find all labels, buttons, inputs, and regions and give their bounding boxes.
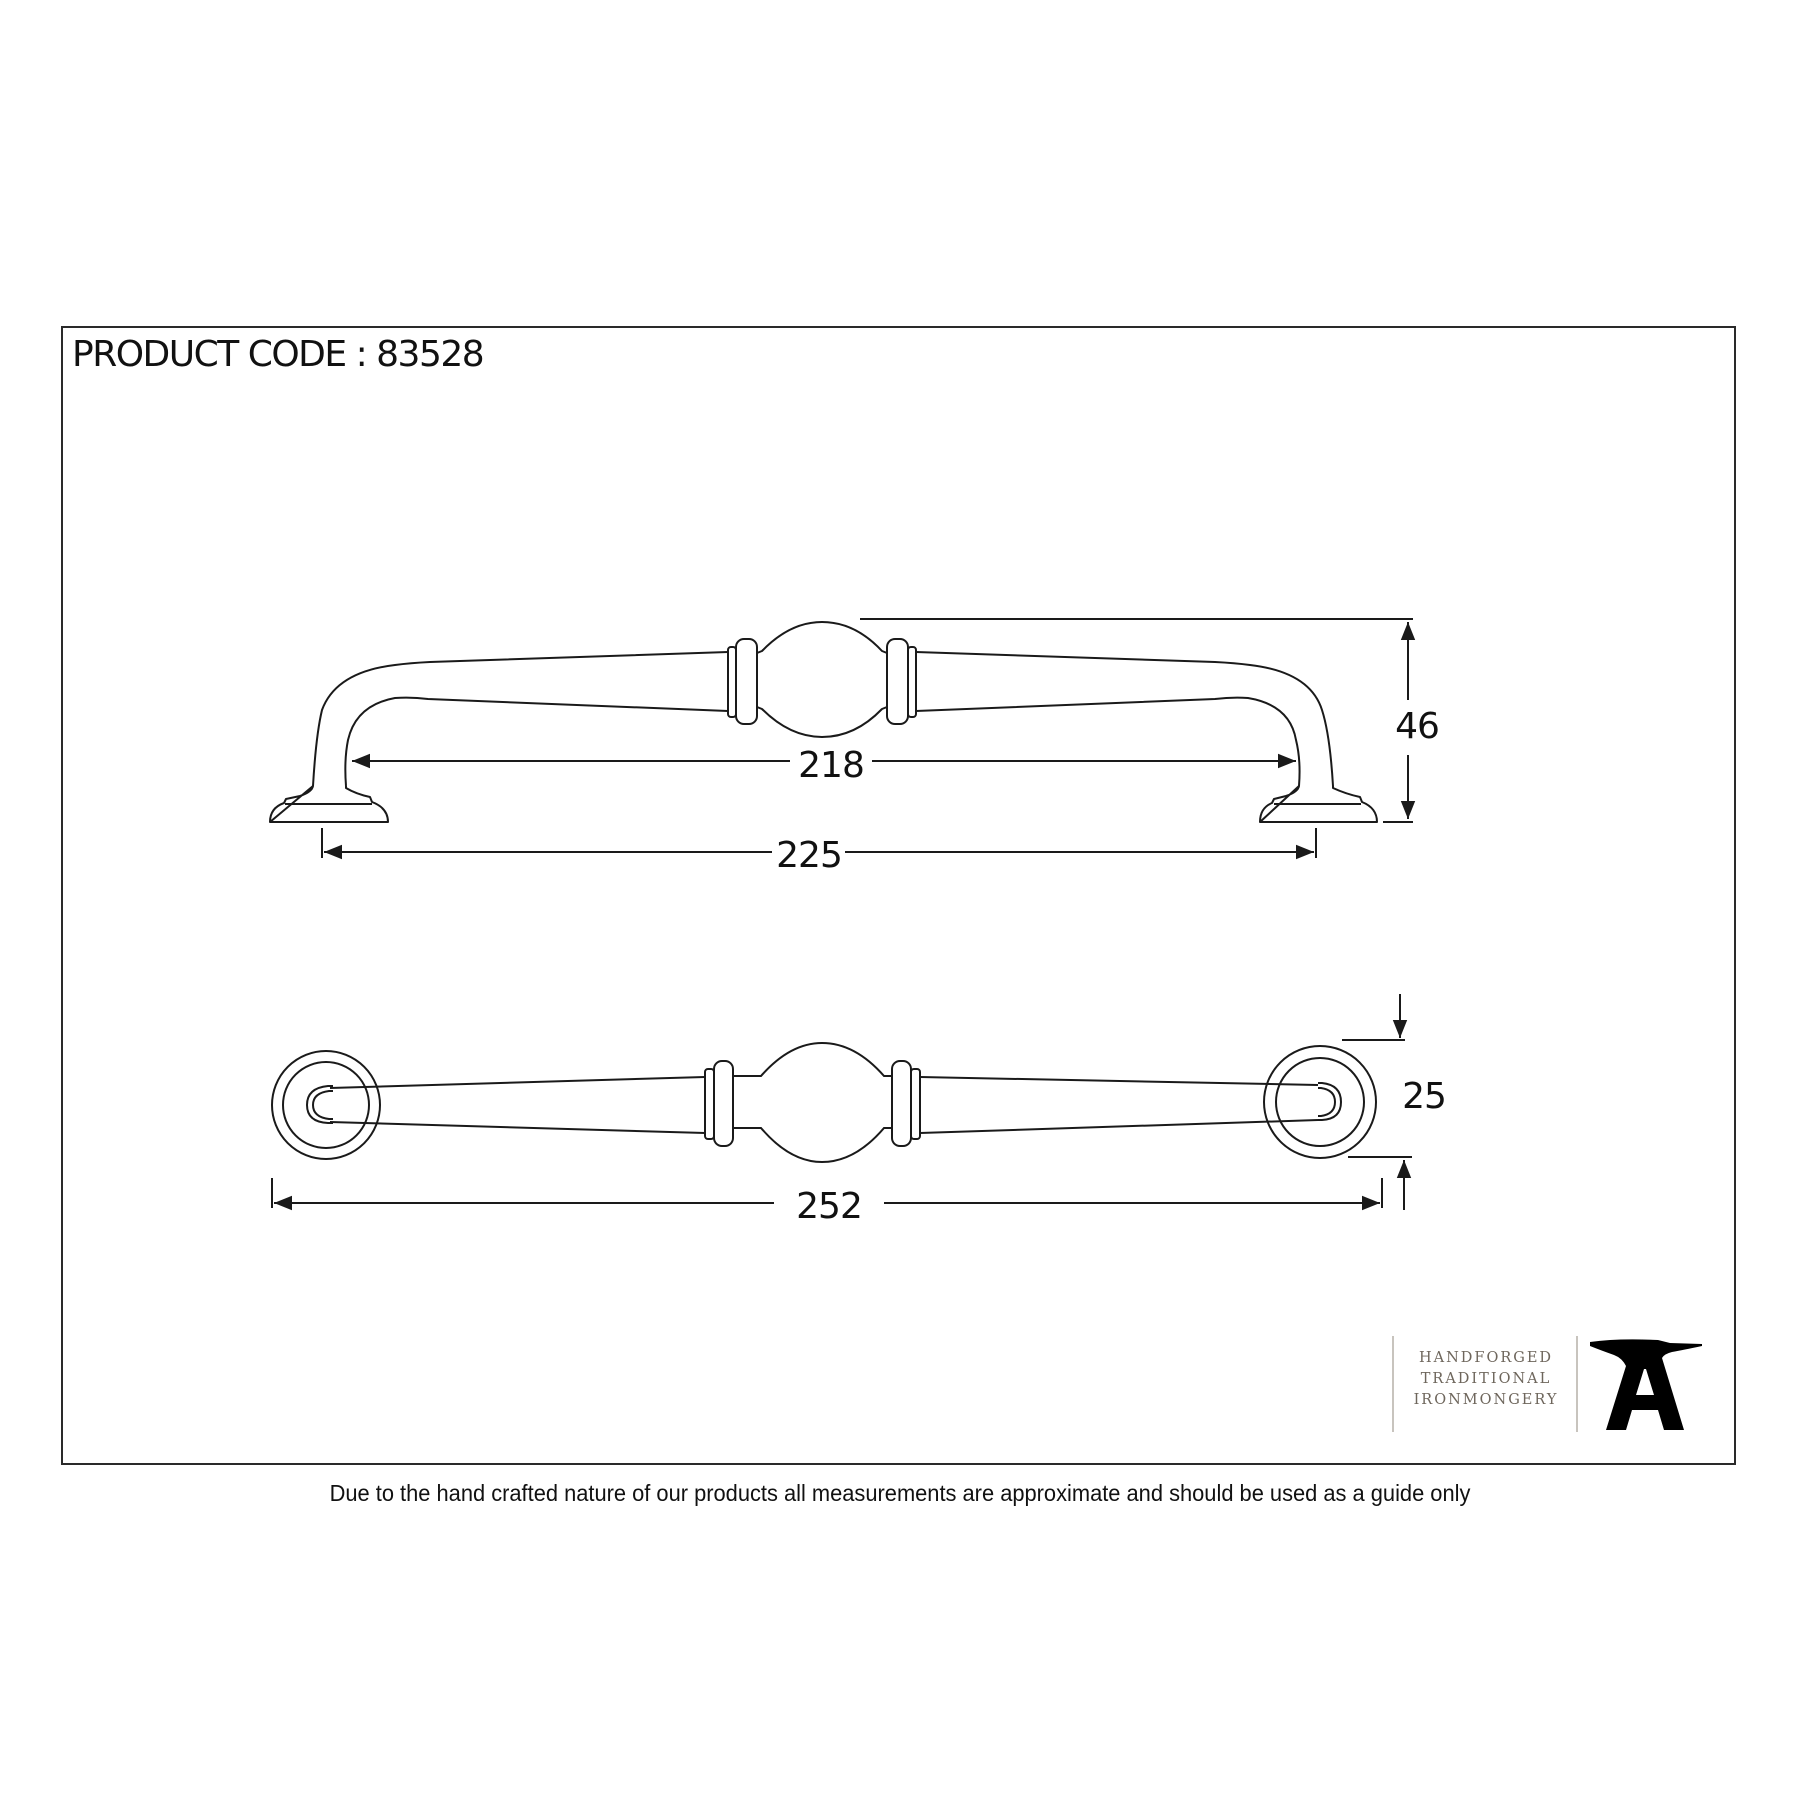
brand-line-1: HANDFORGED <box>1418 1350 1554 1366</box>
brand-divider-box <box>1392 1336 1578 1432</box>
brand-line-3: IRONMONGERY <box>1413 1392 1559 1408</box>
disclaimer-text: Due to the hand crafted nature of our pr… <box>329 1480 1471 1506</box>
product-code-title: PRODUCT CODE : 83528 <box>72 334 485 375</box>
side-view-dimensions <box>321 618 1416 860</box>
top-view-dimensions <box>271 994 1412 1211</box>
dimension-218: 218 <box>798 745 864 786</box>
dimension-25: 25 <box>1402 1076 1446 1117</box>
brand-tagline: HANDFORGED TRADITIONAL IRONMONGERY <box>1405 1348 1567 1411</box>
dimension-225: 225 <box>776 835 842 876</box>
drawing-frame <box>61 326 1736 1465</box>
anvil-icon <box>1590 1339 1702 1430</box>
side-view-handle <box>269 621 1378 823</box>
top-view-handle <box>271 1041 1377 1164</box>
brand-line-2: TRADITIONAL <box>1420 1371 1552 1387</box>
dimension-252: 252 <box>796 1186 862 1227</box>
dimension-46: 46 <box>1395 706 1439 747</box>
